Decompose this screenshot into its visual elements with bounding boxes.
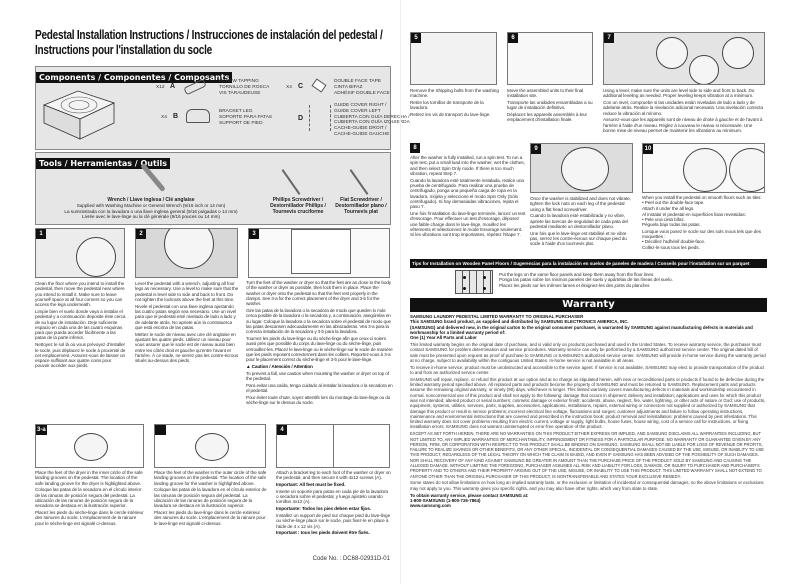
page-divider [400, 0, 401, 584]
step-4-image: 4 [276, 424, 390, 468]
step-7-image: 7 [603, 32, 765, 85]
step-5-text: Remove the Shipping bolts from the washi… [410, 88, 499, 118]
tips-header: Tips for Installation on Wooden Panel Fl… [410, 259, 767, 268]
qty-a: X12 [156, 85, 165, 90]
step-8-badge: 8 [410, 143, 420, 153]
step-2-text: Level the pedestal with a wrench, adjust… [135, 281, 239, 364]
qty-c: X4 [286, 85, 292, 90]
step-2-image: 2 [135, 228, 238, 278]
step-9-text: Once the washer is stabilized and does n… [530, 196, 631, 247]
code-number: Code No. : DC68-02931D-01 [312, 556, 390, 562]
step-8-text: After the washer is fully installed, run… [410, 155, 526, 238]
step-1-image: 1 [35, 228, 125, 278]
step-9-image: 9 [530, 143, 633, 193]
step-5-image: 5 [410, 32, 497, 85]
guide-cover-icon [309, 105, 331, 131]
pedestal-illustration [40, 83, 118, 141]
letter-d-badge: D [298, 115, 304, 122]
step-3b-image: 3-b [154, 424, 266, 468]
flat-screwdriver-icon [349, 169, 369, 195]
phillips-screwdriver-icon [281, 169, 301, 195]
step-3a-image: 3-a [35, 424, 144, 468]
step-4-text: Attach a bracket leg to each foot of the… [276, 470, 391, 536]
components-box: Components / Componentes / Composants X1… [35, 66, 410, 150]
components-header: Components / Componentes / Composants [36, 72, 233, 83]
caution-title: ▲ Caution / Atención / Attention [246, 363, 313, 369]
phillips-label: Phillips Screwdriver / Destornillador Ph… [270, 197, 326, 215]
step-3b-text: Place the feet of the washer in the oute… [154, 470, 267, 526]
letter-a-badge: A [170, 83, 176, 90]
step-1-text: Clean the floor where you intend to inst… [35, 281, 126, 369]
warranty-header: Warranty [410, 298, 767, 312]
floor-panel-illustration [455, 270, 493, 294]
tools-box: Tools / Herramientas / Outils Wrench / L… [35, 152, 391, 225]
letter-b-badge: B [173, 113, 179, 120]
wrench-label: Wrench / Llave inglesa / Clé anglaise Su… [64, 197, 238, 220]
page-title: Pedestal Installation Instructions / Ins… [35, 27, 383, 57]
tape-icon [311, 78, 327, 93]
step-10-image: 10 [642, 143, 765, 193]
step-3a-text: Place the feet of the dryer in the inner… [35, 470, 144, 526]
step-3-text: Turn the feet of the washer or dryer so … [246, 280, 393, 406]
bracket-leg-icon [186, 109, 210, 123]
step-6-text: Move the assembled units to their final … [507, 88, 593, 123]
warranty-text: SAMSUNG LAUNDRY PEDESTAL LIMITED WARRANT… [410, 314, 766, 509]
step-7-text: Using a level, make sure the units are l… [603, 88, 763, 134]
flat-label: Flat Screwdriver / Destornillador plano … [335, 197, 387, 215]
step-10-text: When you install the pedestal on smooth … [642, 195, 762, 250]
letter-c-badge: C [298, 83, 304, 90]
tools-header: Tools / Herramientas / Outils [36, 158, 171, 169]
tips-text: Put the legs on the same floor panels an… [499, 272, 673, 288]
warning-icon: ▲ [246, 363, 252, 369]
step-6-image: 6 [507, 32, 593, 85]
samsung-website-link[interactable]: www.samsung.com [410, 503, 451, 509]
qty-b: X4 [161, 115, 167, 120]
step-3-image: 3 [248, 228, 390, 278]
